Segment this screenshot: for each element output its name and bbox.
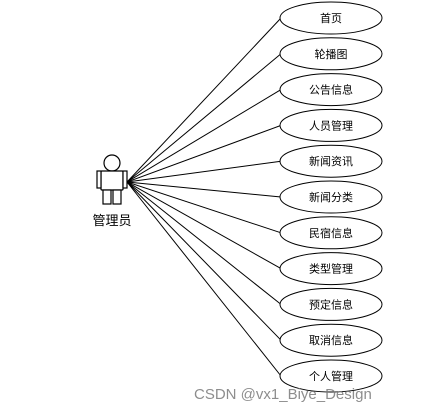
use-case-item: 新闻分类: [279, 180, 383, 214]
use-case-label: 个人管理: [309, 369, 353, 383]
use-case-ellipse: [279, 144, 383, 178]
association-line: [126, 181, 282, 198]
actor-right-leg: [112, 189, 122, 205]
use-case-list: 首页轮播图公告信息人员管理新闻资讯新闻分类民宿信息类型管理预定信息取消信息个人管…: [279, 1, 383, 393]
association-line: [126, 17, 282, 183]
association-line: [126, 160, 282, 183]
use-case-label: 新闻资讯: [309, 154, 353, 168]
actor-left-leg: [102, 189, 112, 205]
use-case-ellipse: [279, 323, 383, 357]
association-line: [126, 181, 282, 305]
association-line: [126, 181, 282, 234]
use-case-item: 人员管理: [279, 108, 383, 142]
association-line: [126, 181, 282, 377]
actor-right-arm: [122, 170, 128, 189]
use-case-label: 首页: [320, 11, 342, 25]
use-case-item: 民宿信息: [279, 216, 383, 250]
use-case-label: 人员管理: [309, 118, 353, 132]
use-case-label: 取消信息: [309, 333, 353, 347]
use-case-ellipse: [279, 37, 383, 71]
use-case-ellipse: [279, 73, 383, 107]
use-case-ellipse: [279, 287, 383, 321]
use-case-ellipse: [279, 180, 383, 214]
stick-figure-icon: [96, 154, 128, 205]
use-case-label: 轮播图: [315, 47, 348, 61]
use-case-ellipse: [279, 216, 383, 250]
use-case-ellipse: [279, 108, 383, 142]
use-case-item: 轮播图: [279, 37, 383, 71]
use-case-item: 类型管理: [279, 252, 383, 286]
use-case-item: 新闻资讯: [279, 144, 383, 178]
actor-body: [100, 170, 124, 191]
use-case-item: 取消信息: [279, 323, 383, 357]
use-case-item: 首页: [279, 1, 383, 35]
use-case-item: 公告信息: [279, 73, 383, 107]
use-case-label: 公告信息: [309, 83, 353, 97]
use-case-label: 预定信息: [309, 297, 353, 311]
association-lines: [126, 17, 282, 377]
use-case-label: 新闻分类: [309, 190, 353, 204]
association-line: [126, 181, 282, 341]
association-line: [126, 124, 282, 183]
association-line: [126, 53, 282, 183]
use-case-ellipse: [279, 359, 383, 393]
use-case-item: 预定信息: [279, 287, 383, 321]
association-line: [126, 89, 282, 183]
use-case-ellipse: [279, 1, 383, 35]
use-case-label: 类型管理: [309, 262, 353, 276]
use-case-item: 个人管理: [279, 359, 383, 393]
actor-admin: 管理员: [92, 154, 132, 229]
actor-head: [103, 154, 121, 172]
actor-name: 管理员: [92, 214, 131, 229]
actor-left-arm: [96, 170, 102, 189]
use-case-ellipse: [279, 252, 383, 286]
use-case-label: 民宿信息: [309, 226, 353, 240]
association-line: [126, 181, 282, 270]
